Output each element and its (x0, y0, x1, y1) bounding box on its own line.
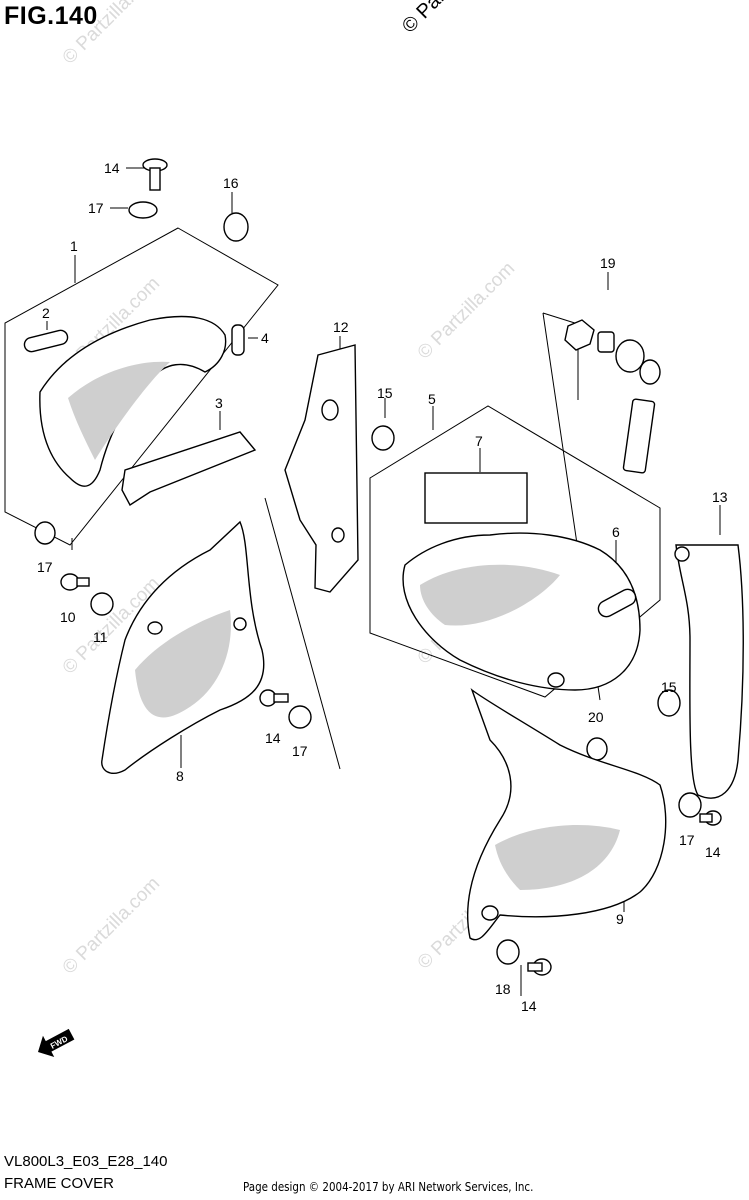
part-17-grommet-right (678, 792, 702, 818)
part-13-plate (675, 544, 744, 799)
part-20-grommet (586, 737, 608, 761)
callout-1: 1 (70, 238, 78, 254)
part-1-frame-cover (39, 315, 227, 487)
part-3-cushion (121, 431, 257, 507)
callout-14: 14 (521, 998, 537, 1014)
part-15-grommet-left (371, 425, 395, 451)
part-18-grommet (496, 939, 520, 965)
callout-16: 16 (223, 175, 239, 191)
callout-labels: 14 17 16 1 2 4 3 17 10 11 12 15 5 7 6 19… (37, 160, 728, 1014)
callout-17: 17 (37, 559, 53, 575)
part-11-grommet (90, 592, 114, 616)
part-17-grommet-top (128, 201, 158, 219)
watermark-3: © Partzilla.com (414, 258, 519, 363)
part-4-collar (231, 324, 245, 356)
callout-3: 3 (215, 395, 223, 411)
model-code: VL800L3_E03_E28_140 (4, 1153, 168, 1170)
callout-9: 9 (616, 911, 624, 927)
section-name: FRAME COVER (4, 1175, 115, 1192)
callout-13: 13 (712, 489, 728, 505)
part-7-label (424, 472, 528, 524)
watermark-1: © Partzilla.com (59, 0, 164, 69)
figure-title: FIG.140 (4, 2, 98, 30)
callout-17: 17 (88, 200, 104, 216)
watermark-6: © Partzilla.com (59, 873, 164, 978)
part-15-grommet-right (657, 689, 681, 717)
callout-14: 14 (705, 844, 721, 860)
callout-4: 4 (261, 330, 269, 346)
part-14-screw-bottom (527, 958, 552, 976)
callout-18: 18 (495, 981, 511, 997)
group-box-5 (369, 405, 661, 698)
part-19-lock-set (564, 319, 661, 474)
part-16-grommet (223, 212, 249, 242)
callout-20: 20 (588, 709, 604, 725)
part-14-screw-right (699, 810, 722, 826)
part-2-pad (23, 329, 69, 353)
callout-10: 10 (60, 609, 76, 625)
part-9-frame-cover (467, 687, 667, 941)
callout-17: 17 (292, 743, 308, 759)
callout-14: 14 (104, 160, 120, 176)
part-10-bolt (60, 573, 90, 591)
callout-12: 12 (333, 319, 349, 335)
callout-17: 17 (679, 832, 695, 848)
part-17-grommet-mid (288, 705, 312, 729)
page-credit: Page design © 2004-2017 by ARI Network S… (243, 1180, 534, 1194)
callout-7: 7 (475, 433, 483, 449)
part-14-screw-mid (259, 689, 289, 707)
callout-14: 14 (265, 730, 281, 746)
callout-19: 19 (600, 255, 616, 271)
callout-15: 15 (661, 679, 677, 695)
fwd-arrow-icon: FWD (38, 1028, 75, 1057)
part-14-screw-top (142, 158, 168, 191)
callout-5: 5 (428, 391, 436, 407)
callout-15: 15 (377, 385, 393, 401)
guide-line-diag-left (264, 497, 341, 770)
callout-11: 11 (93, 629, 108, 645)
callout-8: 8 (176, 768, 184, 784)
part-12-bracket (284, 344, 359, 593)
callout-6: 6 (612, 524, 620, 540)
part-6-emblem (597, 588, 637, 618)
callout-2: 2 (42, 305, 50, 321)
part-17-grommet-left (34, 521, 56, 545)
